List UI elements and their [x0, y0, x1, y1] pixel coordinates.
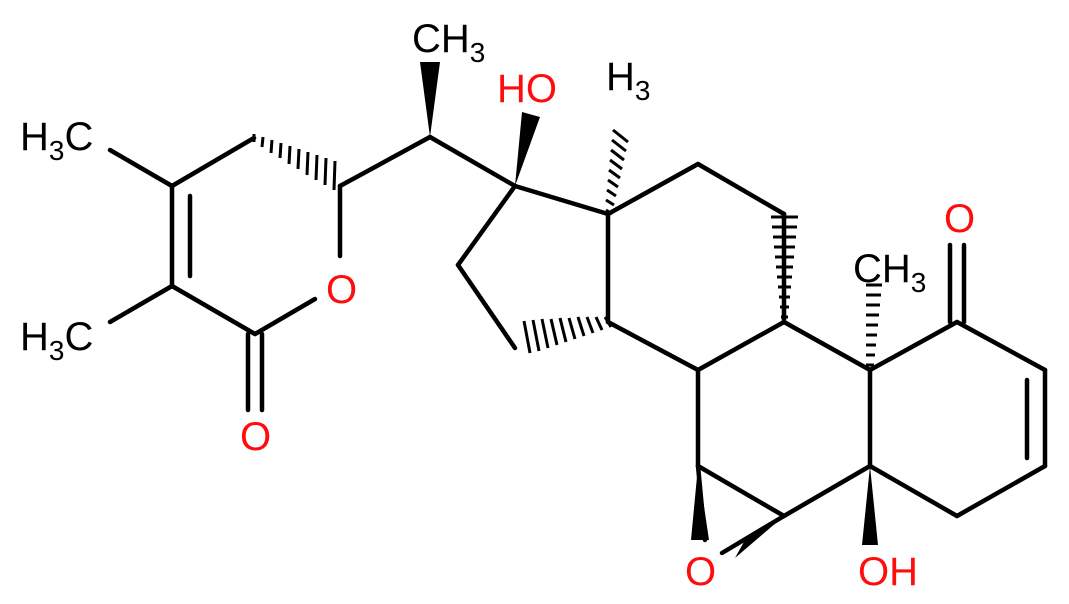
- epoxide: [691, 463, 787, 558]
- wedge-oh17: [515, 112, 540, 186]
- wedge-oh5: [862, 466, 878, 545]
- atom-ho-17: HO: [497, 67, 557, 111]
- atom-ch3-19: CH3: [853, 247, 926, 298]
- atom-lactone-carbonyl-oxygen: O: [240, 415, 271, 459]
- atom-ketone-oxygen: O: [944, 197, 975, 241]
- hash-bond-c8: [771, 215, 798, 319]
- ring-c: [605, 161, 787, 373]
- side-chain: [337, 62, 518, 189]
- wedge-epoxide-left: [691, 466, 709, 540]
- atom-h3-18: H3: [606, 55, 650, 106]
- hash-bond-c14: [522, 316, 613, 354]
- wedge-epoxide-right: [735, 516, 784, 558]
- ring-d: [455, 112, 611, 351]
- atom-epoxide-oxygen: O: [685, 550, 716, 594]
- atom-h3c-upper-left: H3C: [20, 115, 93, 166]
- hash-bond-lactone: [252, 134, 337, 191]
- atom-h3c-lower-left: H3C: [20, 315, 93, 366]
- atom-ring-oxygen: O: [326, 268, 357, 312]
- lactone-ring: [107, 135, 343, 413]
- hash-bond-c19: [866, 283, 882, 367]
- atom-oh-5: OH: [858, 550, 918, 594]
- ring-a: [867, 242, 1048, 519]
- hash-bond-c18: [605, 128, 629, 216]
- ring-b: [695, 319, 873, 519]
- atom-ch3-top: CH3: [412, 17, 485, 68]
- wedge-c21: [420, 62, 440, 137]
